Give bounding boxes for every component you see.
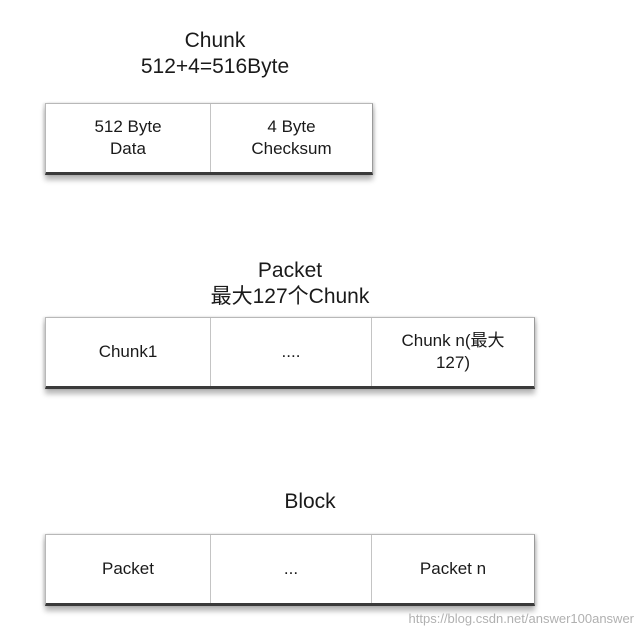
block-title-text: Block — [284, 490, 336, 513]
packet-diagram: Chunk1 .... Chunk n(最大 127) — [45, 317, 535, 389]
block-ellipsis-cell: ... — [210, 535, 371, 603]
chunk-title-text: Chunk — [184, 29, 246, 52]
packet-title: Packet 最大127个Chunk — [190, 258, 390, 310]
cropped-glyph-fragment — [118, 0, 132, 2]
packet-chunk-first-cell: Chunk1 — [98, 342, 158, 361]
packet-chunk-last-cell: Chunk n(最大 127) — [371, 318, 534, 386]
chunk-diagram: 512 Byte Data 4 Byte Checksum — [45, 103, 373, 175]
chunk-size-formula: 512+4=516Byte — [140, 55, 290, 78]
block-packet-first-cell: Packet — [102, 559, 154, 578]
chunk-checksum-cell: 4 Byte Checksum — [210, 104, 372, 172]
block-diagram: Packet ... Packet n — [45, 534, 535, 606]
chunk-title: Chunk 512+4=516Byte — [130, 28, 300, 80]
block-packet-last-cell: Packet n — [371, 535, 534, 603]
packet-capacity-note: 最大127个Chunk — [210, 285, 370, 308]
packet-ellipsis-cell: .... — [210, 318, 371, 386]
source-watermark: https://blog.csdn.net/answer100answer — [408, 611, 634, 626]
chunk-data-cell: 512 Byte Data — [94, 117, 162, 158]
block-title: Block — [240, 489, 380, 515]
packet-title-text: Packet — [257, 259, 323, 282]
